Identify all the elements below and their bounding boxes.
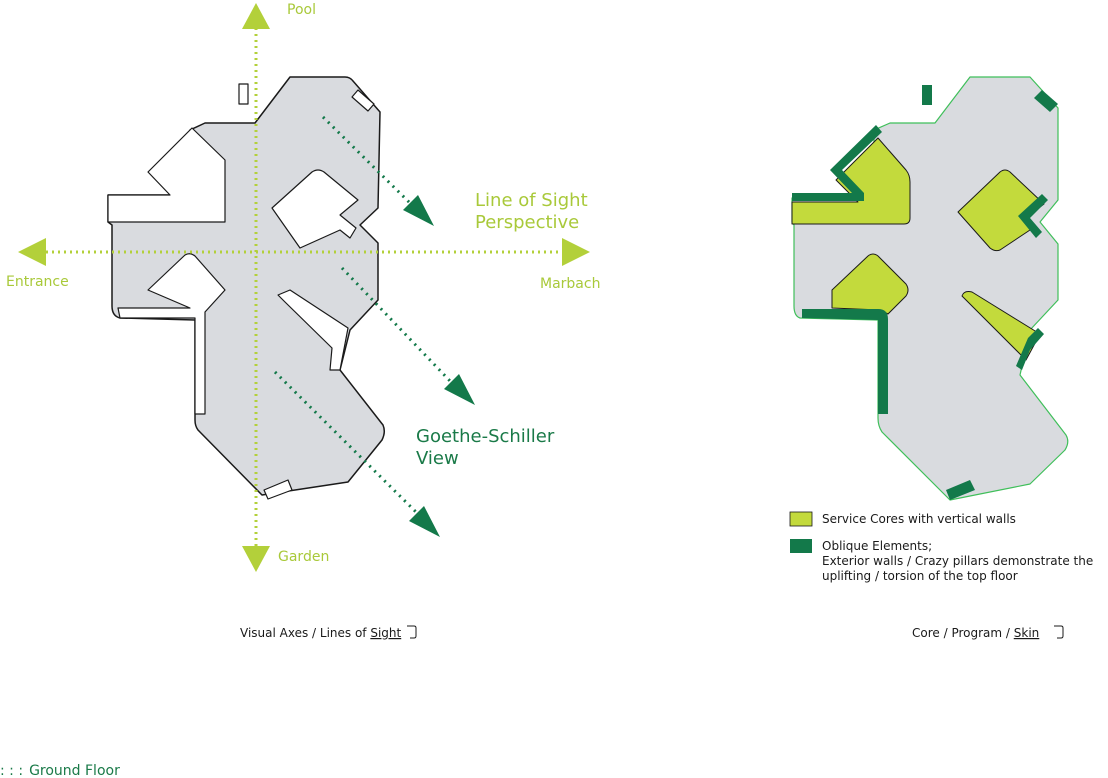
right-caption-bracket <box>1054 625 1064 639</box>
legend-label-oblique-1: Oblique Elements; <box>822 539 932 553</box>
footer-ground-floor: : : : Ground Floor <box>0 763 120 778</box>
left-voids <box>107 83 375 500</box>
void-entrance-wing <box>107 127 226 223</box>
right-caption: Core / Program / Skin <box>912 626 1039 640</box>
oblique-east-pillar <box>1016 328 1044 370</box>
arrow-north <box>242 3 270 29</box>
view-line-3 <box>273 370 421 517</box>
legend-swatch-service-cores <box>789 511 813 527</box>
oblique-central-wall <box>1018 194 1048 238</box>
oblique-elements <box>792 85 1058 500</box>
line-of-sight-title: Line of Sight <box>475 190 588 211</box>
left-caption-bracket <box>407 625 417 639</box>
void-west-core <box>117 253 226 415</box>
view-title: View <box>416 448 459 469</box>
right-caption-prefix: Core / Program / <box>912 626 1014 640</box>
goethe-schiller-title: Goethe-Schiller <box>416 426 555 447</box>
arrow-east <box>562 238 590 266</box>
label-marbach: Marbach <box>540 276 600 292</box>
right-caption-emph: Skin <box>1014 626 1040 640</box>
right-diagram: Service Cores with vertical walls Obliqu… <box>789 76 1093 640</box>
view-lines <box>273 115 453 517</box>
left-caption-emph: Sight <box>370 626 401 640</box>
oblique-south-wall <box>946 480 975 500</box>
legend-label-oblique-2: Exterior walls / Crazy pillars demonstra… <box>822 554 1093 568</box>
arrow-west <box>18 238 46 266</box>
label-pool: Pool <box>287 2 316 18</box>
view-line-2 <box>340 266 453 384</box>
void-top-right-slot <box>351 89 375 112</box>
perspective-title: Perspective <box>475 212 579 233</box>
view-arrow-3 <box>409 506 440 537</box>
void-garden-slot <box>263 479 293 500</box>
oblique-top-right-wall <box>1034 90 1058 112</box>
left-caption: Visual Axes / Lines of Sight <box>240 626 402 640</box>
left-diagram: Pool Garden Entrance Marbach Line of Sig… <box>6 2 600 640</box>
oblique-north-pillar <box>922 85 932 105</box>
legend-label-oblique-3: uplifting / torsion of the top floor <box>822 569 1018 583</box>
footer-label: Ground Floor <box>29 763 120 778</box>
legend-swatch-oblique <box>790 539 812 553</box>
left-caption-prefix: Visual Axes / Lines of <box>240 626 370 640</box>
footer-marker: : : : <box>0 763 23 778</box>
legend-label-service-cores: Service Cores with vertical walls <box>822 512 1016 526</box>
oblique-entrance-wall <box>792 125 882 201</box>
view-arrow-2 <box>444 374 475 405</box>
core-west <box>831 253 909 315</box>
oblique-west-wall <box>802 309 888 414</box>
void-central-core <box>271 169 359 249</box>
label-garden: Garden <box>278 549 329 565</box>
left-floor-plan <box>107 76 386 496</box>
core-corridor <box>961 291 1041 361</box>
label-entrance: Entrance <box>6 274 69 290</box>
view-arrowheads <box>403 195 475 537</box>
view-arrow-1 <box>403 195 434 226</box>
void-pool-marker <box>238 83 249 105</box>
legend: Service Cores with vertical walls Obliqu… <box>789 511 1093 583</box>
void-oblique-corridor <box>277 289 349 371</box>
arrow-south <box>242 546 270 572</box>
